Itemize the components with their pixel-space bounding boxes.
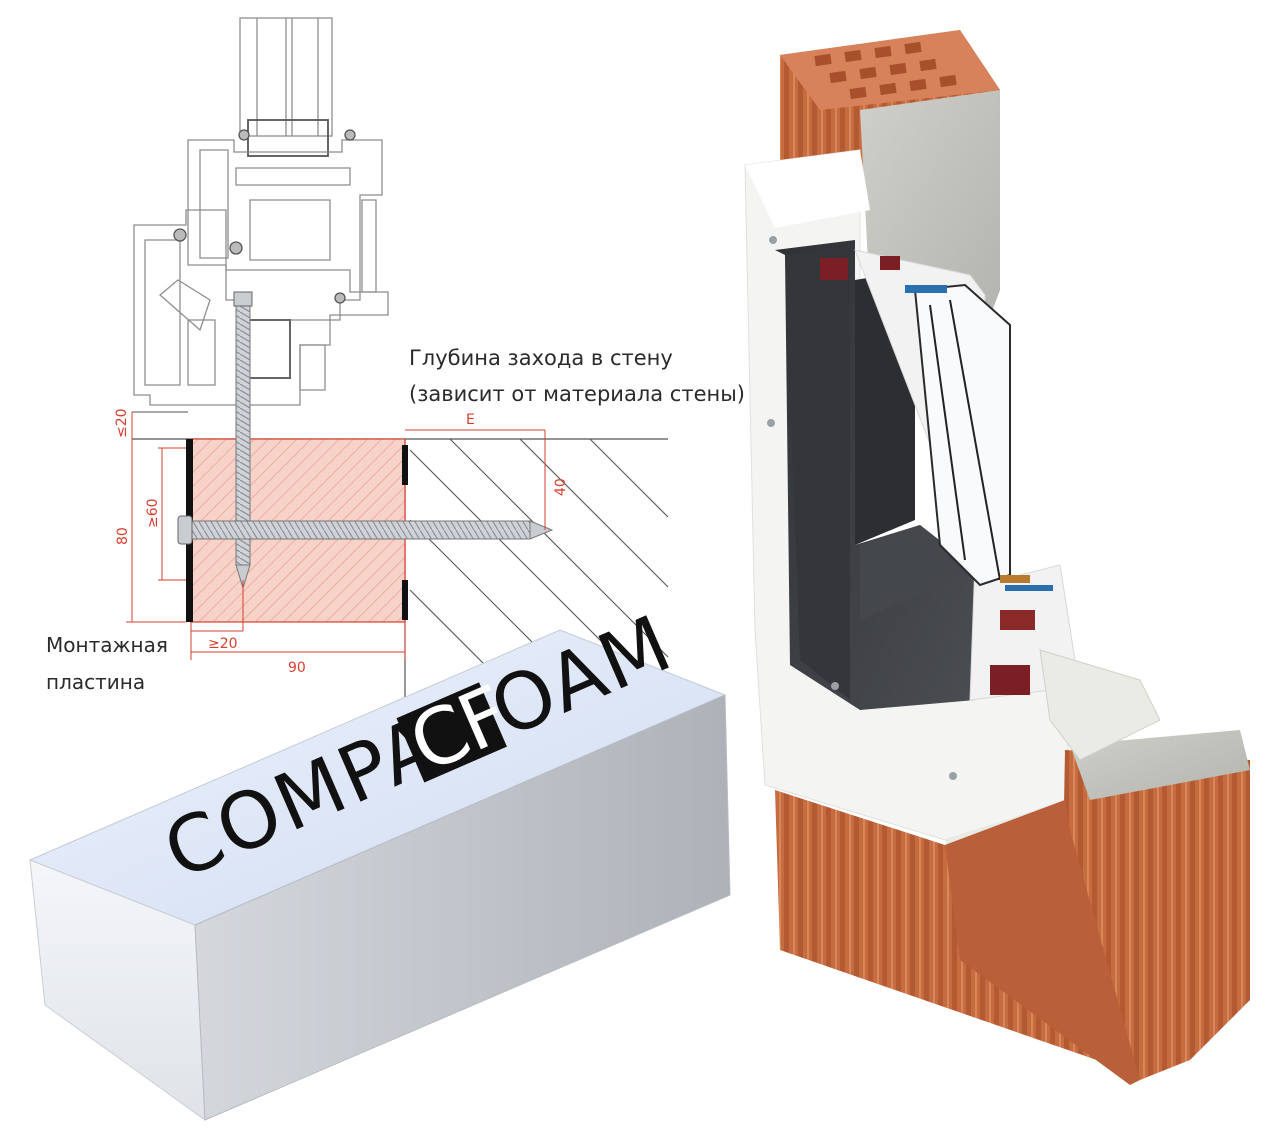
clip-right-bottom xyxy=(402,580,408,620)
depth-label-line1: Глубина захода в стену xyxy=(409,346,673,370)
dim-height-total: 80 xyxy=(115,527,131,545)
clip-right-top xyxy=(402,445,408,485)
plate-label-line1: Монтажная xyxy=(46,633,168,657)
dim-width: 90 xyxy=(288,660,306,676)
dim-screw-offset: 40 xyxy=(553,478,569,496)
dim-embed-depth: E xyxy=(466,412,475,428)
dim-gap-top: ≤20 xyxy=(114,408,130,438)
profile-drawing xyxy=(133,17,389,406)
wall-cutaway-photo xyxy=(744,30,1250,1085)
depth-label-line2: (зависит от материала стены) xyxy=(409,382,745,406)
screw-horizontal xyxy=(189,520,531,540)
foam-block: COMPA CF OAM xyxy=(28,598,731,1122)
dim-height-inner: ≥60 xyxy=(145,498,161,528)
dim-edge-min: ≥20 xyxy=(208,636,238,652)
plate-label-line2: пластина xyxy=(46,670,145,694)
dimension-lines xyxy=(126,412,546,660)
